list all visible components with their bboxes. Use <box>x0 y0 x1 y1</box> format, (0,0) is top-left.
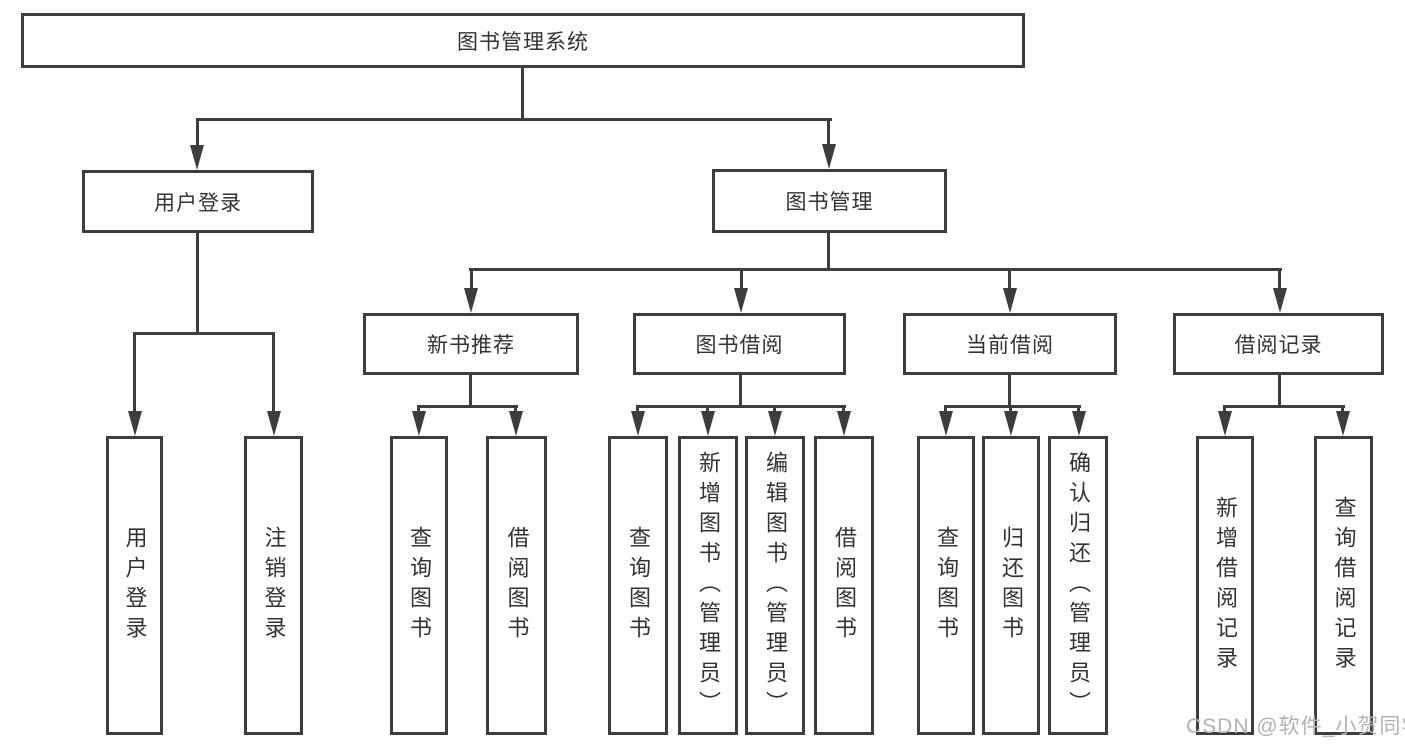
arrow-down-icon <box>1003 288 1017 313</box>
connector-mgmt-stem-1 <box>470 268 473 290</box>
connector-root-branch <box>196 118 832 121</box>
node-new-book-recommend: 新书推荐 <box>363 313 579 375</box>
node-current-borrowing: 当前借阅 <box>903 313 1117 375</box>
arrow-down-icon <box>464 288 478 313</box>
leaf-return-books: 归还图书 <box>982 436 1040 735</box>
connector-borrowing-stem-4 <box>842 405 845 414</box>
connector-mgmt-branch <box>469 268 1282 271</box>
node-user-login: 用户登录 <box>82 170 314 233</box>
leaf-user-login: 用户登录 <box>106 436 163 735</box>
connector-records-stem <box>1278 375 1281 408</box>
arrow-down-icon <box>1004 411 1018 436</box>
arrow-down-icon <box>701 411 715 436</box>
connector-login-right-stem <box>272 332 275 412</box>
node-library-management-system: 图书管理系统 <box>21 13 1025 68</box>
arrow-down-icon <box>1072 411 1086 436</box>
node-label: 图书管理 <box>785 191 874 214</box>
arrow-down-icon <box>1336 411 1350 436</box>
arrow-down-icon <box>128 411 142 436</box>
leaf-confirm-return-admin: 确认归还（管理员） <box>1048 436 1108 735</box>
leaf-label: 注销登录 <box>261 525 287 646</box>
node-label: 用户登录 <box>154 191 242 215</box>
connector-current-stem-2 <box>1009 405 1012 414</box>
leaf-query-books-current: 查询图书 <box>917 436 975 735</box>
leaf-query-books-borrowing: 查询图书 <box>608 436 668 735</box>
node-label: 新书推荐 <box>427 334 515 357</box>
arrow-down-icon <box>267 411 281 436</box>
connector-recommend-branch <box>417 405 518 408</box>
arrow-down-icon <box>768 411 782 436</box>
connector-login-branch <box>133 332 275 335</box>
connector-mgmt-stem-3 <box>1008 268 1011 290</box>
arrow-down-icon <box>1218 411 1232 436</box>
arrow-down-icon <box>1273 288 1287 313</box>
node-label: 当前借阅 <box>966 334 1054 357</box>
leaf-label: 编辑图书（管理员） <box>763 450 788 721</box>
connector-mgmt-stem-4 <box>1278 268 1281 290</box>
leaf-add-book-admin: 新增图书（管理员） <box>678 436 738 735</box>
leaf-label: 新增图书（管理员） <box>696 450 721 721</box>
connector-borrowing-stem-2 <box>706 405 709 414</box>
leaf-label: 查询图书 <box>934 525 959 646</box>
connector-mgmt-stem <box>827 233 830 271</box>
connector-recommend-stem-2 <box>514 405 517 414</box>
connector-login-stem <box>196 233 199 334</box>
arrow-down-icon <box>822 144 836 169</box>
connector-current-stem <box>1008 375 1011 408</box>
arrow-down-icon <box>734 288 748 313</box>
leaf-label: 确认归还（管理员） <box>1066 450 1091 721</box>
arrow-down-icon <box>939 411 953 436</box>
connector-borrowing-branch <box>636 405 846 408</box>
leaf-label: 用户登录 <box>122 525 148 646</box>
leaf-borrow-books-recommend: 借阅图书 <box>486 436 547 735</box>
node-label: 图书借阅 <box>695 334 784 357</box>
connector-borrowing-stem-3 <box>773 405 776 414</box>
connector-current-branch <box>944 405 1081 408</box>
leaf-edit-book-admin: 编辑图书（管理员） <box>745 436 805 735</box>
connector-root-right-stem <box>827 118 830 145</box>
leaf-query-borrow-record: 查询借阅记录 <box>1314 436 1373 735</box>
csdn-watermark: CSDN @软件_小贺同学 <box>1186 715 1405 738</box>
connector-current-stem-1 <box>944 405 947 414</box>
arrow-down-icon <box>509 411 523 436</box>
leaf-query-books-recommend: 查询图书 <box>390 436 448 735</box>
node-borrow-records: 借阅记录 <box>1173 313 1384 375</box>
leaf-label: 借阅图书 <box>504 525 530 646</box>
connector-root-left-stem <box>196 118 199 146</box>
leaf-borrow-books-borrowing: 借阅图书 <box>814 436 874 735</box>
leaf-label: 查询借阅记录 <box>1331 495 1357 676</box>
node-book-management: 图书管理 <box>712 169 947 233</box>
node-label: 借阅记录 <box>1234 334 1323 357</box>
leaf-logout: 注销登录 <box>244 436 303 735</box>
leaf-label: 查询图书 <box>407 525 432 646</box>
arrow-down-icon <box>190 145 204 170</box>
connector-root-stem <box>521 68 524 121</box>
connector-records-branch <box>1223 405 1345 408</box>
connector-borrowing-stem-1 <box>636 405 639 414</box>
arrow-down-icon <box>412 411 426 436</box>
connector-current-stem-3 <box>1077 405 1080 414</box>
leaf-label: 借阅图书 <box>832 525 857 646</box>
leaf-add-borrow-record: 新增借阅记录 <box>1196 436 1254 735</box>
leaf-label: 新增借阅记录 <box>1213 495 1238 676</box>
leaf-label: 归还图书 <box>999 525 1024 646</box>
connector-records-stem-2 <box>1341 405 1344 414</box>
leaf-label: 查询图书 <box>626 525 651 646</box>
arrow-down-icon <box>631 411 645 436</box>
connector-borrowing-stem <box>739 375 742 408</box>
connector-recommend-stem <box>469 375 472 408</box>
connector-mgmt-stem-2 <box>740 268 743 290</box>
connector-login-left-stem <box>133 332 136 412</box>
node-book-borrowing: 图书借阅 <box>633 313 846 375</box>
node-label: 图书管理系统 <box>457 30 589 54</box>
arrow-down-icon <box>837 411 851 436</box>
connector-recommend-stem-1 <box>417 405 420 414</box>
connector-records-stem-1 <box>1223 405 1226 414</box>
